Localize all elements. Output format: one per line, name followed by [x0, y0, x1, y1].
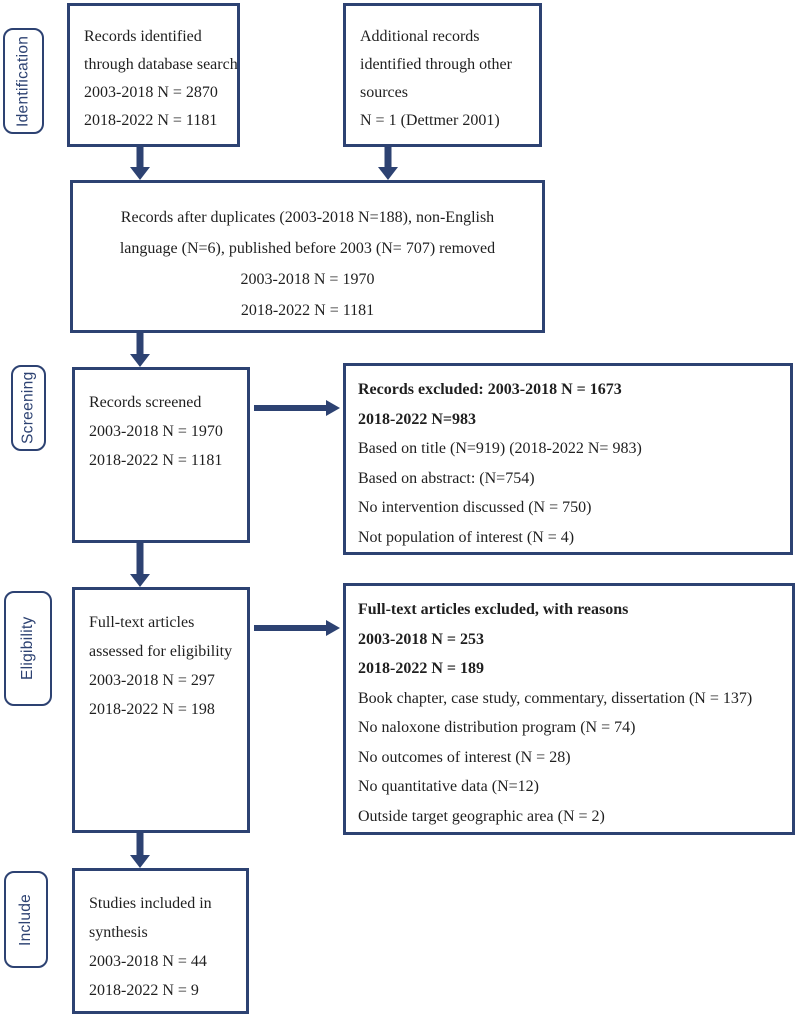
arrow-down-database-to-duplicates	[130, 147, 150, 180]
stage-label-screening: Screening	[11, 365, 46, 451]
box-line: 2003-2018 N = 2870	[84, 84, 218, 101]
box-records-excluded: Records excluded: 2003-2018 N = 1673 201…	[343, 363, 793, 555]
box-line: Records after duplicates (2003-2018 N=18…	[120, 209, 495, 226]
box-additional-records-other-sources: Additional records identified through ot…	[343, 3, 542, 147]
box-line: Outside target geographic area (N = 2)	[358, 807, 605, 825]
box-line: Records screened	[89, 394, 202, 411]
box-line: 2018-2022 N = 9	[89, 982, 199, 999]
box-fulltext-excluded: Full-text articles excluded, with reason…	[343, 583, 795, 835]
box-records-after-duplicates-removed: Records after duplicates (2003-2018 N=18…	[70, 180, 545, 333]
arrow-down-fulltext-to-included	[130, 833, 150, 868]
box-line: 2003-2018 N = 297	[89, 672, 215, 689]
box-line: No naloxone distribution program (N = 74…	[358, 719, 636, 736]
stage-label-eligibility: Eligibility	[4, 591, 52, 706]
box-line: Records excluded: 2003-2018 N = 1673	[358, 381, 622, 398]
arrow-right-icon	[326, 620, 340, 636]
box-line: 2003-2018 N = 1970	[240, 271, 375, 288]
box-records-identified-database: Records identified through database sear…	[67, 3, 240, 147]
box-records-screened: Records screened 2003-2018 N = 1970 2018…	[72, 367, 250, 543]
box-line: N = 1 (Dettmer 2001)	[360, 112, 500, 129]
box-line: Studies included in	[89, 895, 212, 912]
arrow-stem	[254, 405, 328, 411]
box-line: 2018-2022 N=983	[358, 410, 476, 428]
stage-label-include: Include	[4, 871, 48, 968]
box-studies-included: Studies included in synthesis 2003-2018 …	[72, 868, 249, 1014]
box-line: No quantitative data (N=12)	[358, 778, 539, 795]
arrow-right-screened-to-excluded	[254, 398, 340, 418]
box-line: through database search	[84, 56, 238, 73]
box-line: Based on abstract: (N=754)	[358, 469, 535, 487]
box-line: Full-text articles	[89, 614, 195, 631]
box-line: Records identified	[84, 28, 202, 45]
box-line: language (N=6), published before 2003 (N…	[119, 240, 496, 257]
box-line: No outcomes of interest (N = 28)	[358, 748, 571, 766]
box-line: 2018-2022 N = 1181	[240, 302, 375, 319]
box-line: 2003-2018 N = 1970	[89, 423, 223, 440]
arrow-down-icon	[130, 855, 150, 868]
box-line: Based on title (N=919) (2018-2022 N= 983…	[358, 440, 642, 457]
arrow-down-icon	[130, 167, 150, 180]
box-line: Additional records	[360, 28, 480, 45]
arrow-down-duplicates-to-screened	[130, 333, 150, 367]
arrow-stem	[136, 333, 144, 356]
box-line: sources	[360, 84, 408, 101]
arrow-down-screened-to-fulltext	[130, 543, 150, 587]
arrow-down-othersources-to-duplicates	[378, 147, 398, 180]
box-line: 2018-2022 N = 189	[358, 660, 484, 677]
box-line: 2018-2022 N = 1181	[89, 452, 223, 469]
box-line: synthesis	[89, 924, 148, 941]
box-line: No intervention discussed (N = 750)	[358, 499, 592, 516]
arrow-down-icon	[130, 354, 150, 367]
stage-label-identification: Identification	[3, 28, 44, 134]
box-line: Not population of interest (N = 4)	[358, 528, 575, 546]
arrow-stem	[136, 543, 144, 576]
box-line: Full-text articles excluded, with reason…	[358, 601, 629, 618]
box-line: Book chapter, case study, commentary, di…	[358, 689, 753, 707]
arrow-down-icon	[378, 167, 398, 180]
box-line: 2018-2022 N = 1181	[84, 112, 218, 129]
arrow-right-fulltext-to-excluded	[254, 618, 340, 638]
box-line: assessed for eligibility	[89, 643, 233, 660]
box-line: 2003-2018 N = 44	[89, 953, 207, 970]
arrow-stem	[384, 147, 392, 169]
box-fulltext-assessed: Full-text articles assessed for eligibil…	[72, 587, 250, 833]
arrow-stem	[136, 147, 144, 169]
arrow-right-icon	[326, 400, 340, 416]
box-line: 2003-2018 N = 253	[358, 630, 484, 648]
arrow-down-icon	[130, 574, 150, 587]
arrow-stem	[254, 625, 328, 631]
box-line: 2018-2022 N = 198	[89, 701, 215, 718]
box-line: identified through other	[360, 56, 512, 73]
arrow-stem	[136, 833, 144, 857]
